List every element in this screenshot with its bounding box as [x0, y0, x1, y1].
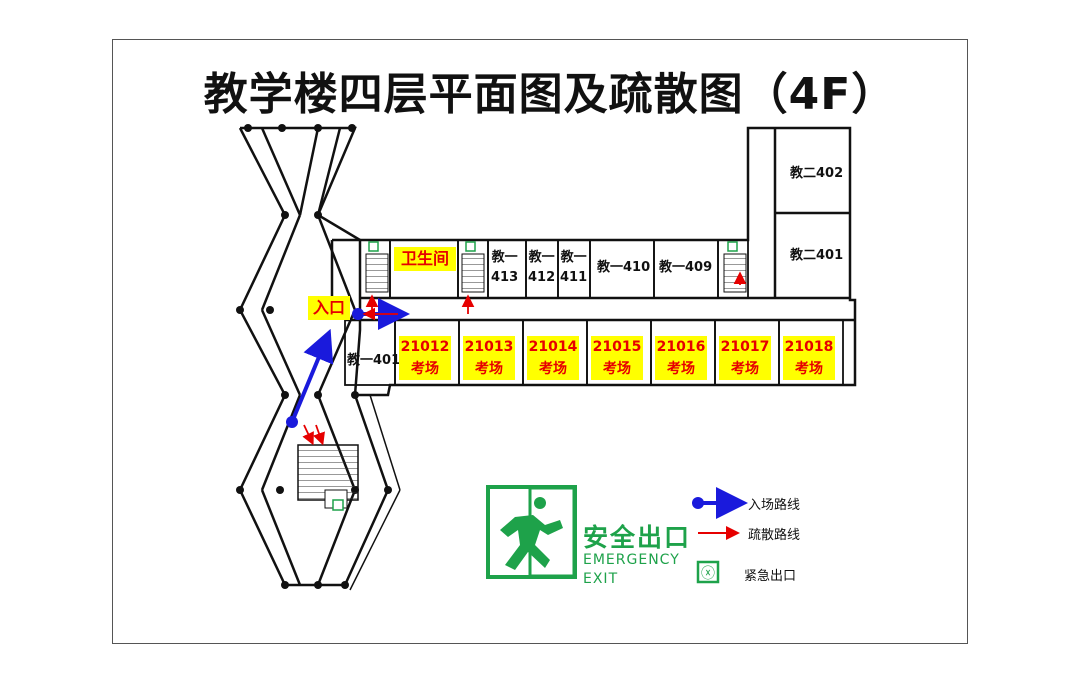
room-label-410: 教一410 [597, 260, 651, 275]
evacuation-route [302, 271, 747, 446]
restroom-label: 卫生间 [394, 247, 456, 271]
room-label-409: 教一409 [659, 260, 713, 275]
north-stairs-right [723, 253, 747, 293]
emergency-exit-icon [465, 241, 476, 252]
north-stairs-mid [461, 253, 485, 293]
room-label-w401: 教一401 [347, 353, 401, 368]
exit-sign-en-line2: EXIT [583, 571, 619, 587]
exit-sign-cn: 安全出口 [583, 523, 692, 552]
running-man-icon [534, 497, 546, 509]
svg-text:ⓧ: ⓧ [701, 566, 715, 582]
emergency-exit-icon [696, 560, 720, 584]
exit-sign-en-line1: EMERGENCY [583, 552, 680, 568]
room-label-e402: 教二402 [790, 166, 844, 181]
exit-sign [486, 485, 577, 579]
entrance-label: 入口 [308, 296, 350, 320]
emergency-exit-icon [332, 499, 344, 511]
room-label-e401: 教二401 [790, 248, 844, 263]
page-title: 教学楼四层平面图及疏散图（4F） [203, 69, 897, 120]
north-stairs-left [365, 253, 389, 293]
legend-entry-route: 入场路线 [748, 498, 801, 513]
legend-evac-route: 疏散路线 [748, 528, 801, 543]
south-rooms [344, 319, 844, 386]
legend-emergency-exit: 紧急出口 [744, 569, 797, 584]
emergency-exit-icon [368, 241, 379, 252]
emergency-exit-icon [727, 241, 738, 252]
legend-symbols: ⓧ [692, 487, 748, 584]
